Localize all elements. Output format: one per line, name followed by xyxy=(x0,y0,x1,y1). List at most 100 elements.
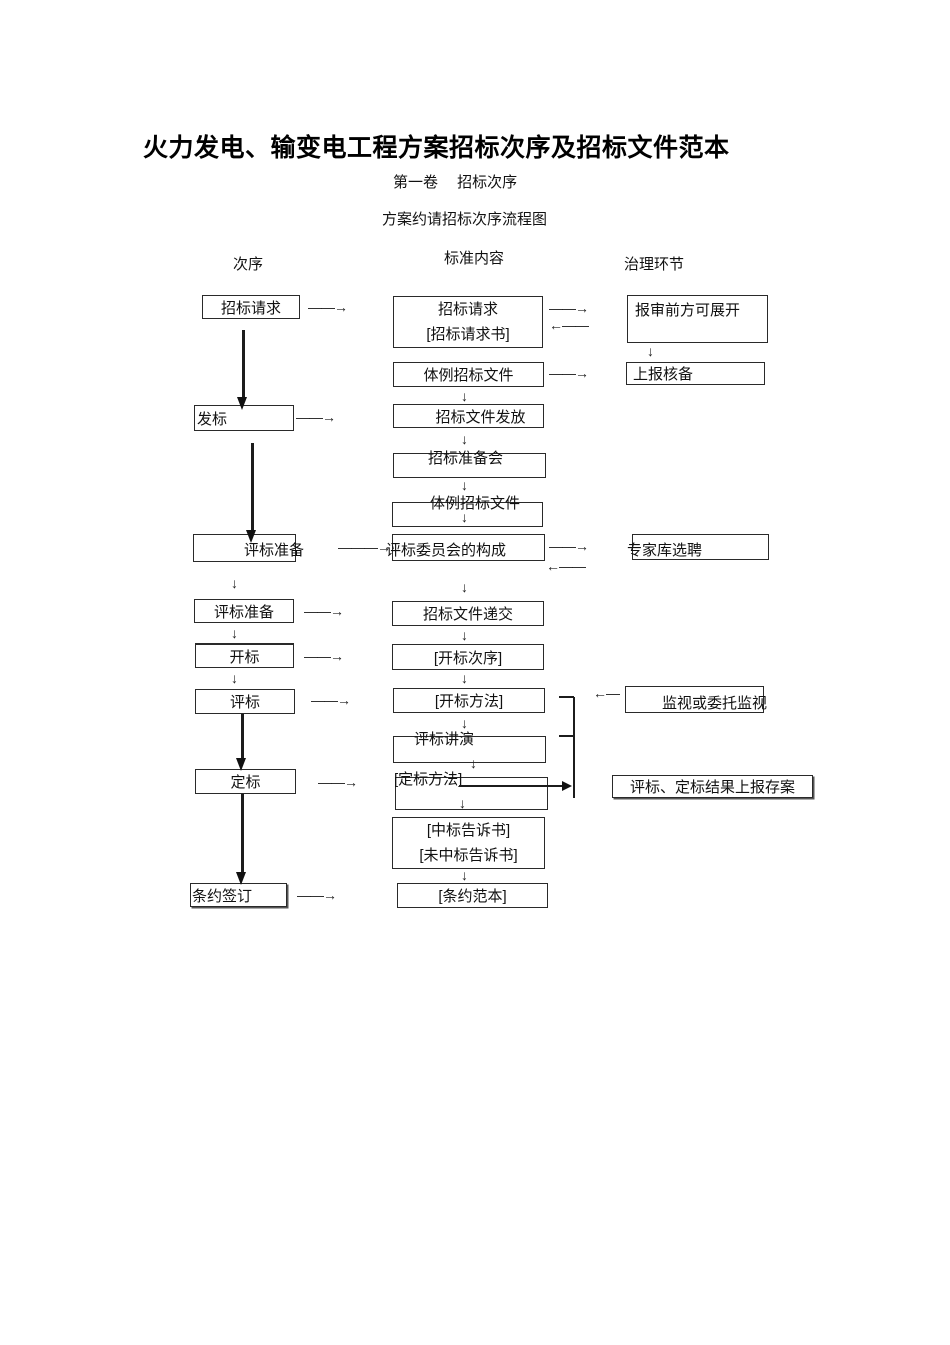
flow-box-label: 定标 xyxy=(230,774,261,791)
dashed-arrow-right-icon: ——→ xyxy=(304,648,344,664)
dashed-arrow-right-icon: ——→ xyxy=(311,692,351,708)
solid-arrow-down-line xyxy=(242,330,245,397)
arrow-down-icon: ↓ xyxy=(461,579,468,595)
flow-box-format-bid-doc-1: 体例招标文件 xyxy=(393,362,544,387)
flow-box-win-notice: [中标告诉书] [未中标告诉书] xyxy=(392,817,545,869)
flow-box-eval-committee: 评标委员会的构成 xyxy=(386,534,545,561)
flow-box-label: 招标请求 xyxy=(220,299,281,317)
flow-box-label: 开标 xyxy=(229,648,260,666)
column-header-management: 治理环节 xyxy=(624,256,685,273)
flow-box-eval-prep-2: 评标准备 xyxy=(194,599,294,623)
flow-box-label: 评标、定标结果上报存案 xyxy=(629,779,795,796)
arrow-down-icon: ↓ xyxy=(461,388,468,404)
flow-box-label: 报审前方可展开 xyxy=(635,302,741,319)
arrow-down-icon: ↓ xyxy=(461,477,468,493)
solid-arrow-down-head xyxy=(237,397,247,410)
flow-box-contract-template: [条约范本] xyxy=(397,883,548,908)
flow-box-results-filing: 评标、定标结果上报存案 xyxy=(612,775,813,798)
flow-box-label: 评标委员会的构成 xyxy=(386,542,507,559)
flow-box-report-before-start: 报审前方可展开 xyxy=(627,295,768,343)
flow-box-label: [定标方法] xyxy=(394,771,463,788)
arrow-down-icon: ↓ xyxy=(461,715,468,731)
arrow-down-icon: ↓ xyxy=(461,431,468,447)
flow-box-eval-prep-1: 评标准备 xyxy=(193,534,304,562)
flow-box-contract-sign: 条约签订 xyxy=(190,883,287,907)
flow-box-label: 上报核备 xyxy=(633,366,694,383)
flow-box-award-method: [定标方法] xyxy=(394,771,548,810)
arrow-down-icon: ↓ xyxy=(470,755,477,771)
solid-arrow-down-head xyxy=(236,758,246,771)
flow-box-label: 评标 xyxy=(229,694,260,711)
dashed-arrow-left-icon: ←— xyxy=(593,685,620,701)
arrow-down-icon: ↓ xyxy=(231,625,238,641)
arrow-down-icon: ↓ xyxy=(647,343,654,359)
dashed-arrow-right-icon: ——→ xyxy=(308,299,348,315)
connector-tick xyxy=(559,696,574,698)
flow-box-award-bid-seq: 定标 xyxy=(195,769,296,794)
dashed-arrow-left-icon: ←—— xyxy=(546,558,586,574)
arrow-down-icon: ↓ xyxy=(459,795,466,811)
diagram-title: 方案约请招标次序流程图 xyxy=(382,211,548,228)
flow-box-expert-pool: 专家库选聘 xyxy=(627,534,769,560)
solid-arrow-down-head xyxy=(236,872,246,885)
flow-box-label: 招标文件发放 xyxy=(435,408,526,426)
flow-box-label: [条约范本] xyxy=(438,888,507,905)
flow-box-label: 招标准备会 xyxy=(428,450,504,467)
solid-arrow-down-head xyxy=(246,530,256,543)
flow-box-bid-prep-meeting: 招标准备会 xyxy=(393,450,546,478)
flow-box-bid-doc-submit: 招标文件递交 xyxy=(392,601,544,626)
solid-arrow-right-head xyxy=(562,781,572,791)
flow-box-label-line1: [中标告诉书] xyxy=(426,822,511,839)
volume-heading: 第一卷 招标次序 xyxy=(393,174,518,191)
flow-box-label: 评标准备 xyxy=(244,542,305,559)
connector-vertical-line xyxy=(573,697,575,798)
flow-box-open-bid-sequence: [开标次序] xyxy=(392,644,544,670)
connector-horizontal-line xyxy=(459,785,562,787)
flow-box-bid-request-content: 招标请求 [招标请求书] xyxy=(393,296,543,348)
dashed-arrow-right-icon: ——→ xyxy=(297,887,337,903)
arrow-down-icon: ↓ xyxy=(461,670,468,686)
column-header-standard-content: 标准内容 xyxy=(444,250,505,267)
flow-box-label-line2: [招标请求书] xyxy=(426,326,510,343)
dashed-arrow-right-icon: ——→ xyxy=(549,538,589,554)
arrow-down-icon: ↓ xyxy=(231,575,238,591)
dashed-arrow-right-icon: ———→ xyxy=(338,539,391,555)
flow-box-label: 体例招标文件 xyxy=(423,367,514,384)
arrow-down-icon: ↓ xyxy=(461,627,468,643)
flow-box-bid-request-seq: 招标请求 xyxy=(202,295,300,319)
solid-arrow-down-line xyxy=(241,714,244,758)
flow-box-bid-doc-issue: 招标文件发放 xyxy=(393,404,544,428)
flow-box-format-bid-doc-2: 体例招标文件 xyxy=(392,495,543,527)
dashed-arrow-left-icon: ←—— xyxy=(549,317,589,333)
dashed-arrow-right-icon: ——→ xyxy=(549,365,589,381)
flow-box-supervision: 监视或委托监视 xyxy=(625,686,768,713)
page-title: 火力发电、输变电工程方案招标次序及招标文件范本 xyxy=(143,134,730,162)
flow-box-label: 体例招标文件 xyxy=(430,495,521,512)
connector-tick xyxy=(559,735,574,737)
flow-box-label: 发标 xyxy=(197,410,228,428)
flow-box-open-bid-method: [开标方法] xyxy=(393,688,545,713)
dashed-arrow-right-icon: ——→ xyxy=(549,300,589,316)
column-header-sequence: 次序 xyxy=(233,256,264,273)
arrow-down-icon: ↓ xyxy=(461,867,468,883)
dashed-arrow-right-icon: ——→ xyxy=(304,603,344,619)
flow-box-label: 招标文件递交 xyxy=(422,606,513,623)
flow-box-label: 评标讲演 xyxy=(414,731,475,748)
dashed-arrow-right-icon: ——→ xyxy=(296,409,336,425)
flow-box-label: 评标准备 xyxy=(213,603,274,621)
flow-box-label: 专家库选聘 xyxy=(627,542,703,559)
flow-box-eval-presentation: 评标讲演 xyxy=(393,731,546,763)
arrow-down-icon: ↓ xyxy=(231,670,238,686)
flow-box-open-bid-seq: 开标 xyxy=(195,643,294,668)
flow-box-label-line1: 招标请求 xyxy=(437,301,498,318)
solid-arrow-down-line xyxy=(251,443,254,530)
arrow-down-icon: ↓ xyxy=(461,509,468,525)
flow-box-label: [开标方法] xyxy=(434,693,504,710)
flow-box-report-for-record: 上报核备 xyxy=(626,362,765,385)
solid-arrow-down-line xyxy=(241,794,244,872)
flow-box-label: 监视或委托监视 xyxy=(662,695,768,712)
dashed-arrow-right-icon: ——→ xyxy=(318,774,358,790)
flow-box-label-line2: [未中标告诉书] xyxy=(419,847,518,864)
flow-box-evaluate-bid-seq: 评标 xyxy=(195,689,295,714)
